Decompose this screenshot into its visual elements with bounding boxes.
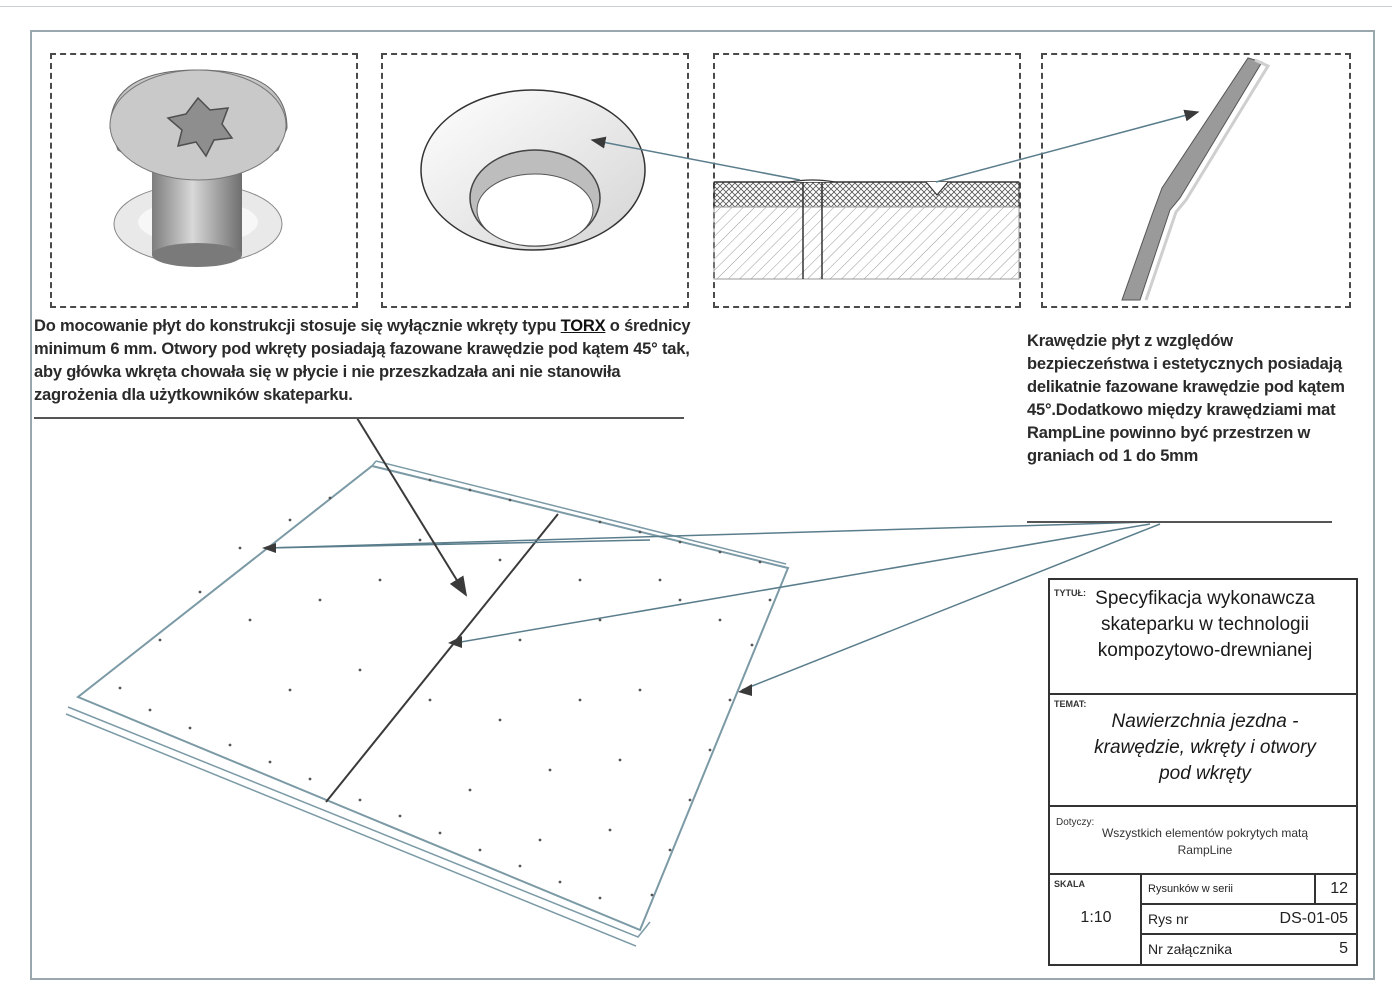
drawing-sheet-border [30, 30, 1375, 980]
torx-label: TORX [560, 317, 606, 335]
section-detail-panel [713, 53, 1021, 308]
zalacznik-label: Nr załącznika [1148, 941, 1233, 957]
rys-nr-value: DS-01-05 [1279, 910, 1348, 927]
drawing-title: Specyfikacja wykonawcza skateparku w tec… [1095, 588, 1315, 661]
rysunkow-divider [1314, 875, 1316, 903]
zalacznik-value: 5 [1339, 940, 1348, 957]
title-block-rys-nr: Rys nr DS-01-05 [1142, 905, 1356, 935]
title-block-temat: TEMAT: Nawierzchnia jezdna - krawędzie, … [1050, 695, 1356, 807]
temat-label: TEMAT: [1054, 699, 1087, 709]
fixing-paragraph-part2: o średnicy minimum 6 mm. Otwory pod wkrę… [34, 317, 691, 404]
mat-plates-isometric [65, 460, 1161, 947]
rys-nr-label: Rys nr [1148, 911, 1189, 927]
title-block: TYTUŁ: Specyfikacja wykonawcza skatepark… [1048, 578, 1358, 966]
drawing-subject: Nawierzchnia jezdna - krawędzie, wkręty … [1094, 711, 1316, 784]
dotyczy-value: Wszystkich elementów pokrytych matą Ramp… [1101, 826, 1309, 857]
fixing-paragraph-part1: Do mocowanie płyt do konstrukcji stosuje… [34, 317, 561, 335]
edge-chamfer-illustration [1121, 57, 1271, 301]
sheet-top-line [0, 6, 1392, 7]
skala-label: SKALA [1054, 879, 1085, 889]
title-block-skala: SKALA 1:10 [1050, 875, 1142, 964]
rysunkow-label: Rysunków w serii [1148, 883, 1233, 895]
skala-value: 1:10 [1080, 909, 1112, 926]
fixing-paragraph-underline [34, 417, 684, 419]
edges-paragraph: Krawędzie płyt z względów bezpieczeństwa… [1027, 332, 1345, 465]
edges-paragraph-underline [1027, 521, 1332, 523]
countersink-detail-panel [381, 53, 689, 308]
title-block-zalacznik: Nr załącznika 5 [1142, 935, 1356, 965]
dotyczy-label: Dotyczy: [1056, 817, 1095, 828]
tytul-label: TYTUŁ: [1054, 588, 1086, 598]
title-block-rysunkow: Rysunków w serii 12 [1142, 875, 1356, 905]
rysunkow-value: 12 [1330, 880, 1348, 897]
plate-cross-section [713, 179, 1020, 280]
fixing-paragraph: Do mocowanie płyt do konstrukcji stosuje… [34, 315, 694, 407]
countersunk-hole-illustration [420, 89, 646, 251]
screw-detail-panel [50, 53, 358, 308]
torx-screw-illustration [109, 69, 288, 267]
title-block-dotyczy: Dotyczy: Wszystkich elementów pokrytych … [1050, 807, 1356, 875]
title-block-tytul: TYTUŁ: Specyfikacja wykonawcza skatepark… [1050, 580, 1356, 695]
edge-chamfer-detail-panel [1041, 53, 1351, 308]
